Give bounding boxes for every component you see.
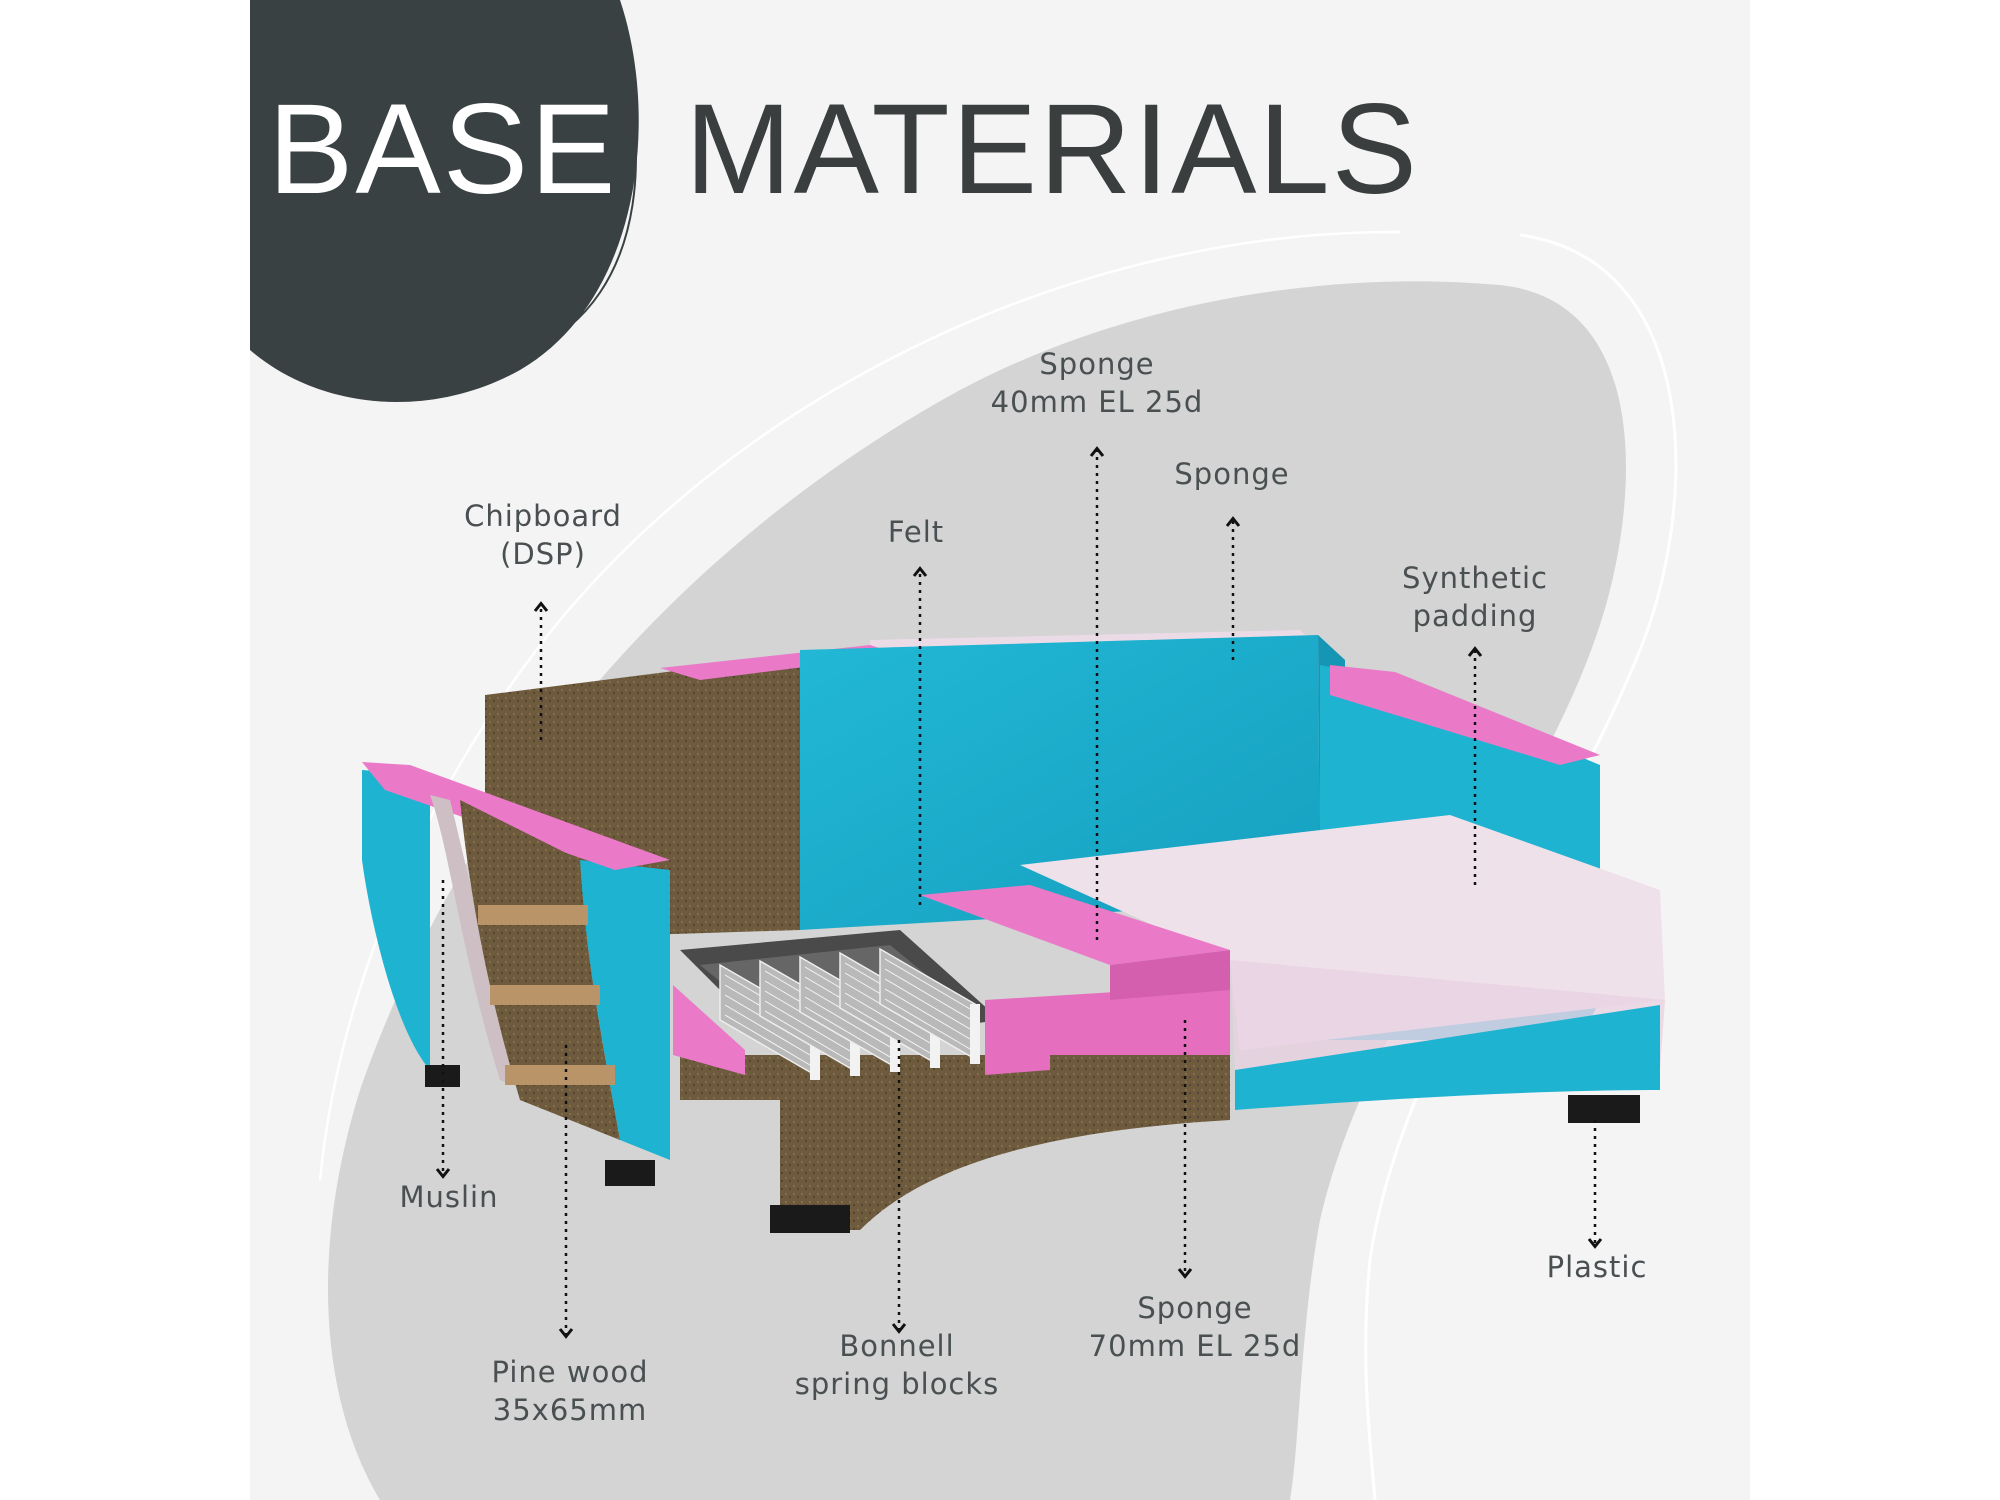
spring-block-edge bbox=[970, 1004, 980, 1064]
label-synthetic: Synthetic padding bbox=[1402, 559, 1548, 635]
spring-coil-line bbox=[884, 958, 971, 1010]
label-felt-line1: Felt bbox=[887, 515, 945, 549]
seat-chipboard bbox=[680, 1055, 1230, 1230]
label-plastic-line1: Plastic bbox=[1546, 1250, 1648, 1284]
label-sponge-top-line1: Sponge bbox=[1039, 347, 1155, 381]
header-circle-outline bbox=[529, 0, 637, 351]
spring-coil-line bbox=[884, 968, 971, 1020]
seat-sponge-middle bbox=[1110, 950, 1230, 1000]
label-sponge-back-line1: Sponge bbox=[1174, 457, 1290, 491]
seat-sponge-top bbox=[920, 885, 1230, 965]
left-front-leg bbox=[605, 1160, 655, 1186]
label-pine-line1: Pine wood bbox=[491, 1355, 649, 1389]
label-bonnell: Bonnell spring blocks bbox=[795, 1327, 1000, 1403]
spring-coil-line bbox=[804, 996, 891, 1048]
spring-coil-line bbox=[844, 1002, 931, 1054]
label-muslin-line1: Muslin bbox=[399, 1180, 499, 1214]
label-sponge-seat-line2: 70mm EL 25d bbox=[1088, 1329, 1302, 1363]
label-pine-line2: 35x65mm bbox=[492, 1393, 648, 1427]
label-chipboard: Chipboard (DSP) bbox=[464, 497, 622, 573]
ottoman-leg bbox=[1568, 1095, 1640, 1123]
left-back-leg bbox=[425, 1065, 460, 1087]
label-chipboard-line1: Chipboard bbox=[464, 499, 622, 533]
spring-coil-line bbox=[764, 1000, 851, 1052]
left-arm-outer bbox=[362, 770, 430, 1070]
label-bonnell-line2: spring blocks bbox=[794, 1367, 1000, 1401]
label-sponge-top: Sponge 40mm EL 25d bbox=[991, 345, 1204, 421]
spring-front-rail bbox=[673, 985, 745, 1075]
label-felt: Felt bbox=[888, 513, 944, 551]
background-outline-inner bbox=[318, 230, 1401, 1181]
pine-wood-slats bbox=[478, 905, 615, 1085]
spring-coil-line bbox=[844, 992, 931, 1044]
label-chipboard-line2: (DSP) bbox=[500, 537, 586, 571]
spring-block-edge bbox=[890, 1012, 900, 1072]
spring-block-edge bbox=[850, 1016, 860, 1076]
header-circle bbox=[250, 0, 639, 403]
title-word-materials: MATERIALS bbox=[685, 78, 1419, 221]
spring-coil-line bbox=[804, 1006, 891, 1058]
left-arm-inner bbox=[580, 860, 670, 1160]
spring-block-edge bbox=[930, 1008, 940, 1068]
label-sponge-top-line2: 40mm EL 25d bbox=[990, 385, 1204, 419]
spring-coil-line bbox=[884, 978, 971, 1030]
left-arm-chipboard bbox=[460, 800, 620, 1140]
spring-coil-line bbox=[724, 1014, 811, 1066]
ottoman-base bbox=[1235, 1005, 1660, 1110]
label-sponge-seat: Sponge 70mm EL 25d bbox=[1089, 1289, 1302, 1365]
center-leg bbox=[770, 1205, 850, 1233]
label-muslin: Muslin bbox=[399, 1178, 498, 1216]
label-sponge-seat-line1: Sponge bbox=[1137, 1291, 1253, 1325]
label-synthetic-line2: padding bbox=[1412, 599, 1538, 633]
spring-side-rail bbox=[985, 1000, 1050, 1075]
spring-coil-line bbox=[884, 998, 971, 1050]
spring-blocks bbox=[719, 947, 980, 1080]
label-sponge-back: Sponge bbox=[1174, 455, 1289, 493]
label-pine: Pine wood 35x65mm bbox=[492, 1353, 649, 1429]
label-plastic: Plastic bbox=[1547, 1248, 1648, 1286]
spring-coil-line bbox=[884, 988, 971, 1040]
spring-coil-line bbox=[764, 1010, 851, 1062]
label-bonnell-line1: Bonnell bbox=[839, 1329, 955, 1363]
right-arm-top bbox=[1330, 665, 1600, 765]
left-arm-top bbox=[362, 762, 670, 870]
spring-coil-line bbox=[724, 1004, 811, 1056]
title-word-base: BASE bbox=[268, 78, 618, 221]
spring-block-edge bbox=[810, 1020, 820, 1080]
label-synthetic-line1: Synthetic bbox=[1402, 561, 1548, 595]
label-arrows bbox=[435, 446, 1603, 1339]
